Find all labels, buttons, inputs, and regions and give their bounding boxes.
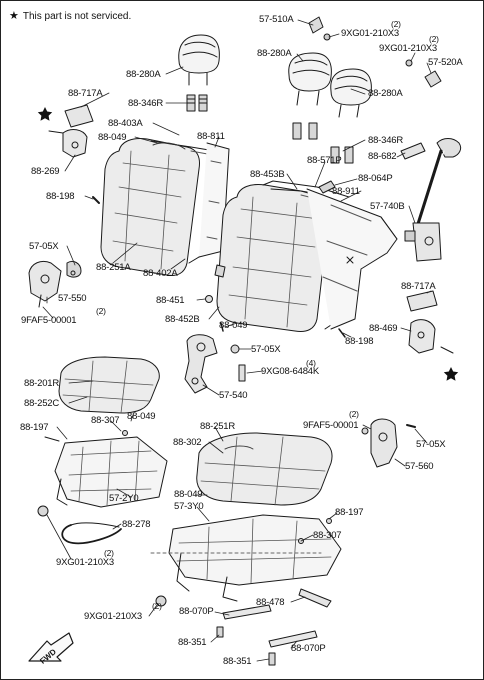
part-label: 88-070P xyxy=(179,606,214,617)
part-label: 9FAF5-00001 xyxy=(303,420,359,431)
part-label: 9XG08-6484K xyxy=(261,366,320,377)
latch-57-560 xyxy=(361,418,416,468)
not-serviced-star-marks xyxy=(37,107,459,381)
head-restraint-left xyxy=(178,34,220,86)
seat-frame-left xyxy=(44,430,168,508)
head-restraint-guide-left xyxy=(186,94,208,112)
not-serviced-note: ★This part is not serviced. xyxy=(9,9,131,22)
part-label: 88-064P xyxy=(358,173,393,184)
part-label: 88-911 xyxy=(332,186,360,197)
part-label: 88-198 xyxy=(345,336,374,347)
release-cable-88-278 xyxy=(37,505,122,545)
part-label: 88-198 xyxy=(46,191,75,202)
fasteners-middle xyxy=(205,256,354,338)
head-restraint-right xyxy=(330,68,372,118)
head-restraint-guide-right xyxy=(292,122,354,164)
quantity-label: (2) xyxy=(429,34,439,44)
part-label: 88-302 xyxy=(173,437,202,448)
part-label: 88-252C xyxy=(24,398,60,409)
seat-frame-right xyxy=(150,514,342,602)
part-label: 57-05X xyxy=(29,241,59,252)
part-label: 88-811 xyxy=(197,131,225,142)
seat-belt-retractor xyxy=(404,138,462,262)
part-label: 88-402A xyxy=(143,268,178,279)
part-label: 57-550 xyxy=(58,293,87,304)
hinge-cover-left xyxy=(48,104,100,204)
part-label: 88-280A xyxy=(257,48,292,59)
quantity-label: (2) xyxy=(96,306,106,316)
part-label: 88-197 xyxy=(335,507,364,518)
part-label: 88-717A xyxy=(401,281,436,292)
seat-cushion-left xyxy=(58,356,160,414)
part-label: 57-560 xyxy=(405,461,434,472)
part-label: 57-510A xyxy=(259,14,294,25)
part-label: 88-049 xyxy=(174,489,203,500)
quantity-label: (2) xyxy=(349,409,359,419)
part-label: 57-3Y0 xyxy=(174,501,204,512)
quantity-label: (2) xyxy=(391,19,401,29)
leader-lines xyxy=(42,19,432,662)
head-restraint-mid xyxy=(288,52,332,106)
hinge-cover-right xyxy=(406,290,454,354)
part-label: 88-346R xyxy=(368,135,404,146)
part-label: 57-540 xyxy=(219,390,248,401)
seat-cushion-right xyxy=(196,432,333,506)
part-label: 9XG01-210X3 xyxy=(379,43,438,54)
quantity-label: (4) xyxy=(306,358,316,368)
straps-88-070P xyxy=(155,588,332,666)
part-label: 88-307 xyxy=(91,415,120,426)
seatback-frame-right xyxy=(306,188,398,330)
part-label: 88-453B xyxy=(250,169,285,180)
part-label: 88-403A xyxy=(108,118,143,129)
part-label: 88-351 xyxy=(178,637,207,648)
part-label: 88-201R xyxy=(24,378,60,389)
part-label: 9XG01-210X3 xyxy=(84,611,143,622)
part-label: 88-717A xyxy=(68,88,103,99)
part-label: 88-197 xyxy=(20,422,49,433)
part-label: 88-049 xyxy=(98,132,127,143)
part-label: 57-740B xyxy=(370,201,405,212)
part-label: 88-070P xyxy=(291,643,326,654)
part-label: 88-452B xyxy=(165,314,200,325)
part-label: 88-571P xyxy=(307,155,342,166)
part-label: 88-280A xyxy=(368,88,403,99)
forward-direction-arrow xyxy=(28,632,74,662)
part-label: 88-278 xyxy=(122,519,151,530)
part-label: 88-269 xyxy=(31,166,60,177)
latch-57-540 xyxy=(184,334,246,394)
not-serviced-note-text: This part is not serviced. xyxy=(22,11,132,22)
part-label: 88-307 xyxy=(313,530,342,541)
part-label: 88-469 xyxy=(369,323,398,334)
part-label: 88-682 xyxy=(368,151,397,162)
part-label: 88-451 xyxy=(156,295,185,306)
part-label: 57-05X xyxy=(251,344,281,355)
part-label: 88-351 xyxy=(223,656,252,667)
part-label: 88-346R xyxy=(128,98,164,109)
part-label: 9XG01-210X3 xyxy=(341,28,400,39)
part-label: 57-2Y0 xyxy=(109,493,139,504)
part-label: 88-280A xyxy=(126,69,161,80)
part-label: 88-049 xyxy=(219,320,248,331)
part-label: 88-251R xyxy=(200,421,236,432)
star-icon: ★ xyxy=(9,10,19,22)
part-label: 57-520A xyxy=(428,57,463,68)
quantity-label: (2) xyxy=(152,601,162,611)
latch-57-550 xyxy=(28,260,82,308)
seatback-frame-left xyxy=(198,142,230,258)
seatback-right xyxy=(216,180,362,332)
part-label: 9FAF5-00001 xyxy=(21,315,77,326)
part-label: 88-251A xyxy=(96,262,131,273)
part-label: 9XG01-210X3 xyxy=(56,557,115,568)
part-label: 88-478 xyxy=(256,597,285,608)
part-label: 57-05X xyxy=(416,439,446,450)
part-label: 88-049 xyxy=(127,411,156,422)
quantity-label: (2) xyxy=(104,548,114,558)
